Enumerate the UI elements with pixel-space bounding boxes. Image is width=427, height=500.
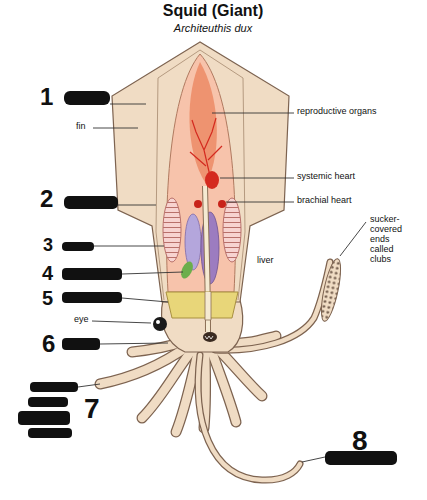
arm xyxy=(176,352,198,432)
arms xyxy=(100,262,330,480)
part-label: Architeuthis dux xyxy=(174,22,252,34)
leader-line xyxy=(92,321,151,323)
esophagus xyxy=(205,292,211,320)
eye-highlight xyxy=(156,320,160,324)
organ xyxy=(185,214,201,270)
mantle-fin xyxy=(112,42,289,302)
callout-number: 5 xyxy=(42,287,53,309)
tentacle xyxy=(198,355,300,480)
redaction-bar xyxy=(64,91,110,105)
redaction-bar xyxy=(62,292,122,303)
leader-line xyxy=(100,343,168,344)
gill xyxy=(163,198,181,262)
club xyxy=(317,257,344,323)
gill xyxy=(223,198,241,262)
leader-line xyxy=(110,104,146,105)
leader-line xyxy=(94,246,164,247)
eye xyxy=(153,317,167,331)
redaction-bar xyxy=(30,382,78,392)
redaction-bar xyxy=(28,428,72,438)
redaction-bar xyxy=(62,338,100,350)
leader-line xyxy=(340,222,366,256)
callout-number: 3 xyxy=(43,236,53,256)
leader-lines xyxy=(78,104,366,462)
callout-number: 2 xyxy=(40,186,53,212)
callout-number: 6 xyxy=(42,331,55,357)
tentacle xyxy=(198,355,300,480)
redaction-bar xyxy=(62,268,122,280)
part-label: liver xyxy=(257,256,274,266)
leader-line xyxy=(122,298,168,302)
redaction-bar xyxy=(28,397,68,407)
part-label: brachial heart xyxy=(297,196,352,206)
redaction-bars xyxy=(18,91,397,465)
brachial-heart xyxy=(218,200,226,208)
arm xyxy=(218,349,262,396)
redaction-bar xyxy=(18,411,70,425)
callout-number: 1 xyxy=(40,84,53,110)
leader-line xyxy=(302,457,325,462)
blood-vessels xyxy=(190,118,222,176)
funnel-collar xyxy=(166,292,238,318)
leader-line xyxy=(118,205,156,206)
part-label: systemic heart xyxy=(297,172,355,182)
callout-number: 4 xyxy=(42,262,53,284)
leader-line xyxy=(78,384,100,387)
redaction-bar xyxy=(62,242,94,251)
leader-line xyxy=(122,272,183,274)
diagram-title: Squid (Giant) xyxy=(163,2,263,20)
part-label: eye xyxy=(74,315,89,325)
leader-line xyxy=(226,202,294,203)
systemic-heart xyxy=(205,171,219,189)
beak xyxy=(205,336,213,339)
leader-line xyxy=(220,178,294,179)
leader-line xyxy=(93,128,138,129)
part-label: fin xyxy=(76,122,86,132)
mantle-edge xyxy=(156,50,245,300)
brachial-heart xyxy=(194,200,202,208)
callout-number: 7 xyxy=(84,394,100,425)
part-label: sucker-covered ends called clubs xyxy=(370,215,414,264)
callout-number: 8 xyxy=(352,426,368,457)
redaction-bar xyxy=(64,196,118,209)
mouth xyxy=(203,332,217,342)
leader-line xyxy=(212,113,294,114)
part-label: reproductive organs xyxy=(297,107,377,117)
organ xyxy=(179,260,196,281)
